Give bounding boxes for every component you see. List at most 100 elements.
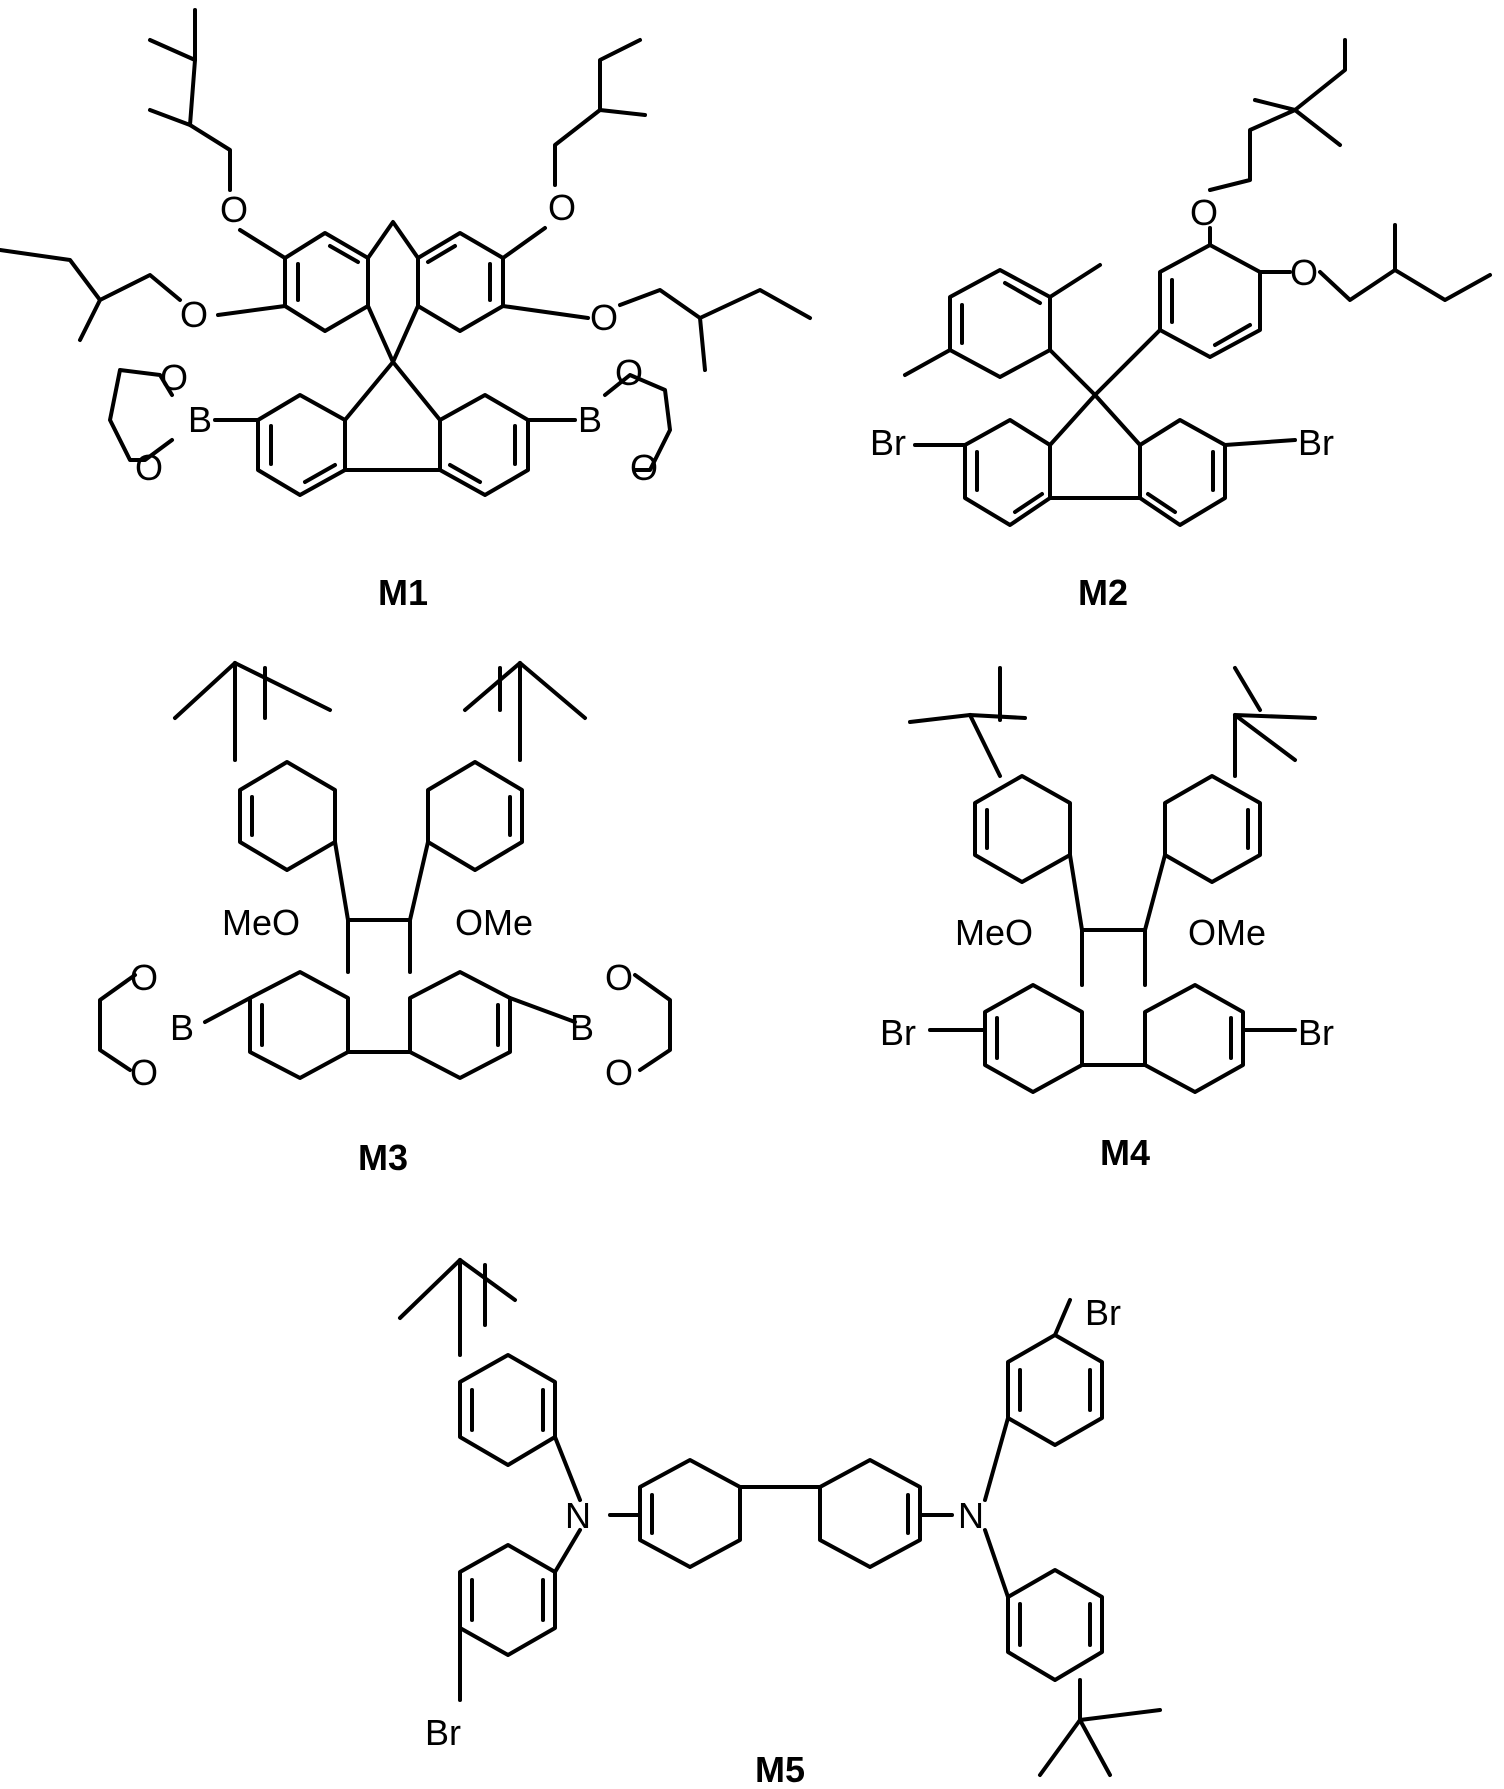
bond <box>503 306 588 318</box>
ring <box>1008 1335 1102 1445</box>
ring <box>428 762 522 870</box>
bond <box>1225 440 1295 445</box>
atom-label: O <box>1290 252 1318 293</box>
bond <box>335 842 348 920</box>
bond <box>1095 330 1160 395</box>
bond <box>555 1437 580 1500</box>
atom-label: O <box>130 957 158 998</box>
bond <box>985 1418 1008 1500</box>
bond <box>503 228 545 258</box>
atom-label: O <box>160 357 188 398</box>
bond <box>240 230 285 258</box>
atom-label: OMe <box>1188 912 1266 953</box>
bond <box>1015 494 1042 512</box>
bond <box>510 998 575 1022</box>
ring <box>250 972 348 1078</box>
bond <box>1235 715 1315 718</box>
compound-label-m5: M5 <box>755 1749 805 1789</box>
bond <box>345 362 440 420</box>
bond <box>1040 1720 1080 1775</box>
bond <box>368 306 393 362</box>
ring <box>460 1355 555 1465</box>
compound-label-m2: M2 <box>1078 572 1128 613</box>
atom-label: B <box>170 1007 194 1048</box>
bond <box>555 1530 580 1572</box>
bond <box>1080 1710 1160 1720</box>
atom-label: O <box>1190 192 1218 233</box>
bond <box>410 842 428 920</box>
ring <box>1160 245 1260 357</box>
bond <box>393 306 418 362</box>
atom-label: Br <box>425 1712 461 1753</box>
bond <box>368 222 418 258</box>
atom-label: Br <box>880 1012 916 1053</box>
bond <box>600 110 645 115</box>
ring <box>1145 985 1243 1092</box>
ring <box>640 1460 740 1567</box>
bond <box>700 318 705 370</box>
bond <box>1295 110 1340 145</box>
bond <box>218 306 285 315</box>
bond <box>1050 350 1095 395</box>
atom-label: O <box>130 1052 158 1093</box>
bond <box>985 1530 1008 1597</box>
atom-label: Br <box>870 422 906 463</box>
atom-label: Br <box>1298 1012 1334 1053</box>
compound-m5: N N Br Br M5 <box>400 1260 1160 1789</box>
ring <box>820 1460 920 1567</box>
atom-label: O <box>615 352 643 393</box>
bond <box>1235 715 1295 760</box>
bond <box>1050 395 1140 445</box>
atom-label: O <box>180 294 208 335</box>
atom-label: B <box>188 399 212 440</box>
ring <box>1165 776 1260 882</box>
bond <box>520 663 585 718</box>
bond <box>1055 1300 1070 1335</box>
bond <box>1050 265 1100 297</box>
bond <box>1320 270 1490 300</box>
ring <box>460 1545 555 1655</box>
compound-label-m3: M3 <box>358 1137 408 1178</box>
bond <box>175 663 235 718</box>
atom-label: O <box>220 189 248 230</box>
bond <box>910 715 970 722</box>
compound-label-m4: M4 <box>1100 1132 1150 1173</box>
compound-label-m1: M1 <box>378 572 428 613</box>
bond <box>1070 855 1082 930</box>
bond <box>970 715 1025 718</box>
bond <box>1148 494 1175 512</box>
atom-label: O <box>135 447 163 488</box>
atom-label: O <box>630 447 658 488</box>
compound-m2: O O Br Br M2 <box>870 40 1490 613</box>
atom-label: Br <box>1298 422 1334 463</box>
atom-label: O <box>605 957 633 998</box>
atom-label: N <box>565 1495 591 1536</box>
bond <box>1215 325 1250 345</box>
atom-label: N <box>958 1495 984 1536</box>
ring <box>950 270 1050 377</box>
bond <box>80 300 100 340</box>
compound-m4: MeO OMe Br Br M4 <box>880 668 1334 1173</box>
ring <box>410 972 510 1078</box>
atom-label: B <box>570 1007 594 1048</box>
atom-label: O <box>548 187 576 228</box>
bond <box>620 290 810 318</box>
bond <box>235 663 330 710</box>
bond <box>1005 283 1040 303</box>
atom-label: O <box>590 297 618 338</box>
bond <box>0 250 180 300</box>
bond <box>1145 855 1165 930</box>
atom-label: MeO <box>955 912 1033 953</box>
bond <box>1255 100 1295 110</box>
bond <box>460 1260 515 1300</box>
atom-label: B <box>578 399 602 440</box>
compound-m1: O O O O B O O B O O M1 <box>0 10 810 613</box>
ring <box>985 985 1082 1092</box>
ring <box>975 776 1070 882</box>
bond <box>150 110 190 125</box>
bond <box>1080 1720 1110 1775</box>
atom-label: O <box>605 1052 633 1093</box>
bond <box>205 998 250 1022</box>
atom-label: OMe <box>455 902 533 943</box>
